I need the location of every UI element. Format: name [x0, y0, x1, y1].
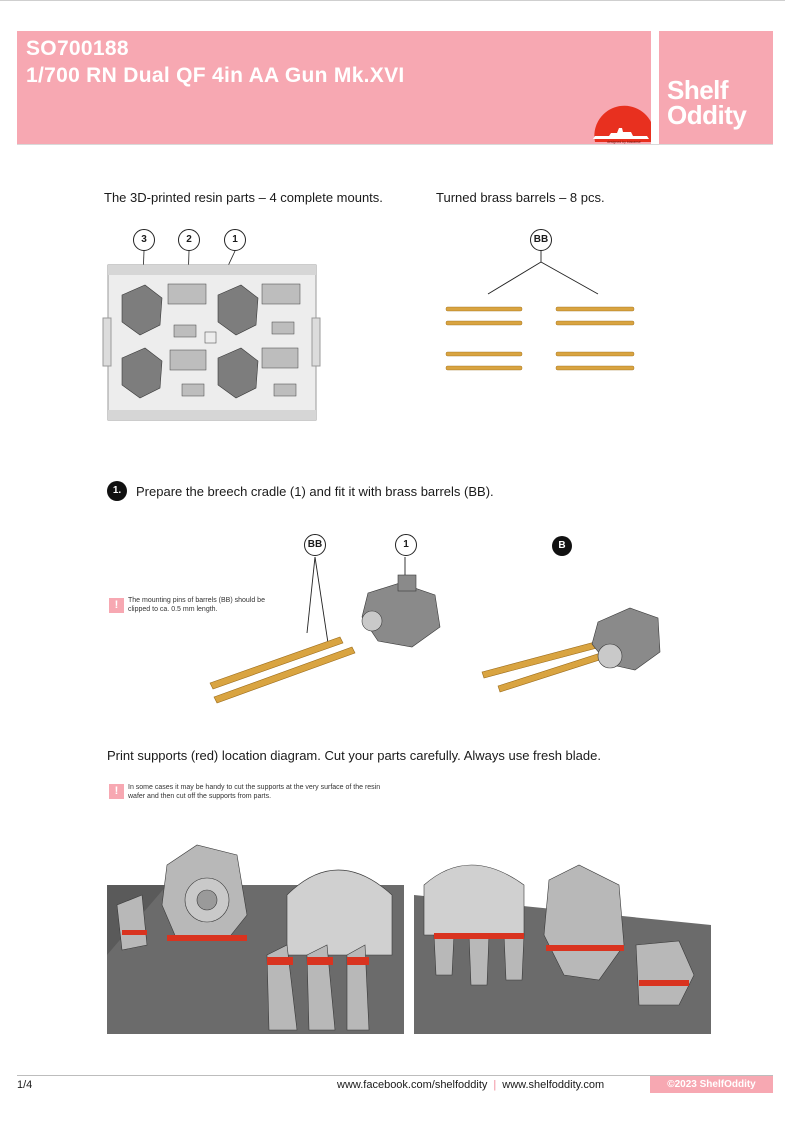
supports-diagram-right: [414, 845, 711, 1034]
callout-brass-barrels: BB: [530, 229, 552, 251]
product-title: 1/700 RN Dual QF 4in AA Gun Mk.XVI: [26, 64, 405, 87]
header-divider: [17, 144, 773, 145]
warning-icon: !: [109, 598, 124, 613]
top-border: [0, 0, 785, 1]
header-banner: SO700188 1/700 RN Dual QF 4in AA Gun Mk.…: [17, 31, 651, 144]
product-code: SO700188: [26, 37, 129, 60]
brass-barrels-illustration: [445, 250, 635, 371]
step-number-badge: 1.: [107, 481, 127, 501]
copyright-badge: ©2023 ShelfOddity: [650, 1076, 773, 1093]
brand-logo: Shelf Oddity: [659, 31, 773, 144]
facebook-link[interactable]: www.facebook.com/shelfoddity: [337, 1079, 488, 1091]
footer-divider: [17, 1075, 773, 1076]
assembly-b-illustration: [481, 607, 661, 693]
footer-separator: |: [493, 1079, 497, 1091]
resin-wafer-illustration: [102, 250, 321, 421]
footer-links: www.facebook.com/shelfoddity | www.shelfod…: [337, 1079, 604, 1091]
callout-bb: BB: [304, 534, 326, 556]
step1-instruction: Prepare the breech cradle (1) and fit it…: [136, 484, 494, 499]
brand-logo-line2: Oddity: [667, 100, 747, 130]
resin-parts-caption: The 3D-printed resin parts – 4 complete …: [104, 190, 383, 205]
supports-note: In some cases it may be handy to cut the…: [128, 784, 381, 800]
barrel-pin-note: The mounting pins of barrels (BB) should…: [128, 597, 265, 613]
ship-sun-logo-icon: designed by blacanse: [593, 105, 651, 144]
callout-1: 1: [395, 534, 417, 556]
callout-part-2: 2: [178, 229, 200, 251]
website-link[interactable]: www.shelfoddity.com: [502, 1079, 605, 1091]
page-number: 1/4: [17, 1079, 33, 1091]
supports-caption: Print supports (red) location diagram. C…: [107, 748, 601, 763]
breech-and-barrels-illustration: [209, 556, 441, 704]
callout-part-1: 1: [224, 229, 246, 251]
supports-diagram-left: [107, 844, 404, 1034]
brass-barrels-caption: Turned brass barrels – 8 pcs.: [436, 190, 605, 205]
callout-assembly-b: B: [552, 536, 572, 556]
brand-logo-line1: Shelf: [667, 75, 729, 105]
warning-icon-supports: !: [109, 784, 124, 799]
designed-by-label: designed by blacanse: [607, 140, 641, 144]
callout-part-3: 3: [133, 229, 155, 251]
